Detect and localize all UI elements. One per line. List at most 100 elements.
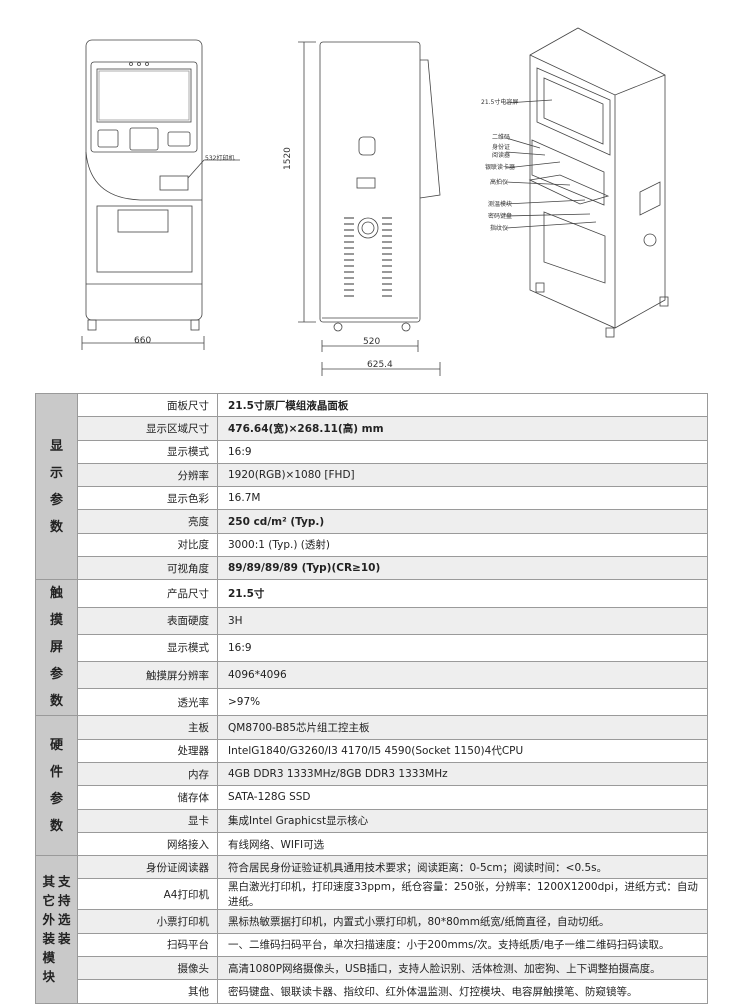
spec-label: 扫码平台 bbox=[77, 932, 218, 958]
callout-bank-card-reader: 银联读卡器 bbox=[485, 164, 516, 171]
front-view bbox=[81, 39, 240, 350]
spec-label: 网络接入 bbox=[77, 831, 218, 857]
group-column: 其它外装模块 bbox=[42, 872, 55, 986]
spec-label: 显卡 bbox=[77, 808, 218, 833]
spec-label: 面板尺寸 bbox=[77, 392, 218, 418]
spec-value: 有线网络、WIFI可选 bbox=[217, 831, 708, 857]
spec-label: 内存 bbox=[77, 761, 218, 787]
spec-value: 4GB DDR3 1333MHz/8GB DDR3 1333MHz bbox=[217, 761, 708, 787]
spec-value: 21.5寸原厂模组液晶面板 bbox=[217, 392, 708, 418]
group-char: 参 bbox=[49, 492, 63, 508]
spec-value: 3H bbox=[217, 606, 708, 635]
spec-value: 1920(RGB)×1080 [FHD] bbox=[217, 462, 708, 488]
group-char: 装 bbox=[58, 931, 71, 947]
group-column: 支持选装 bbox=[58, 872, 71, 986]
group-header: 显示参数 bbox=[35, 392, 78, 581]
spec-label: 显示区域尺寸 bbox=[77, 416, 218, 441]
callout-pin-pad: 密码键盘 bbox=[488, 213, 513, 220]
spec-label: 分辨率 bbox=[77, 462, 218, 488]
callout-document-camera: 高拍仪 bbox=[490, 179, 509, 186]
spec-value: IntelG1840/G3260/I3 4170/I5 4590(Socket … bbox=[217, 738, 708, 763]
group-char: 外 bbox=[42, 912, 55, 928]
dim-height: 1520 bbox=[283, 147, 293, 170]
spec-label: 处理器 bbox=[77, 738, 218, 763]
group-char: 选 bbox=[58, 912, 71, 928]
dim-depth-base: 520 bbox=[363, 337, 381, 347]
technical-drawings: 660 1520 520 625.4 532打印机 21.5寸电容屏 二维码 身… bbox=[0, 0, 742, 380]
group-char: 件 bbox=[49, 764, 63, 780]
spec-value: >97% bbox=[217, 688, 708, 717]
group-char: 示 bbox=[49, 465, 63, 481]
group-char: 摸 bbox=[49, 613, 63, 629]
group-char: 它 bbox=[42, 893, 55, 909]
spec-label: 亮度 bbox=[77, 509, 218, 534]
callout-printer: 532打印机 bbox=[205, 155, 235, 162]
spec-value: 476.64(宽)×268.11(高) mm bbox=[217, 416, 708, 441]
isometric-view bbox=[505, 27, 669, 338]
spec-value: 16:9 bbox=[217, 633, 708, 662]
spec-label: 主板 bbox=[77, 715, 218, 740]
spec-label: 可视角度 bbox=[77, 556, 218, 581]
spec-row: 小票打印机黑标热敏票据打印机，内置式小票打印机，80*80mm纸宽/纸筒直径，自… bbox=[36, 909, 708, 934]
group-char: 触 bbox=[49, 586, 63, 602]
spec-label: 摄像头 bbox=[77, 956, 218, 981]
group-header: 其它外装模块支持选装 bbox=[35, 855, 78, 1004]
spec-value: 16:9 bbox=[217, 439, 708, 464]
group-char: 硬 bbox=[49, 737, 63, 753]
spec-value: 89/89/89/89 (Typ)(CR≥10) bbox=[217, 556, 708, 581]
group-char: 数 bbox=[49, 694, 63, 710]
group-char: 装 bbox=[42, 931, 55, 947]
spec-label: 触摸屏分辨率 bbox=[77, 660, 218, 690]
spec-value: 高清1080P网络摄像头，USB插口，支持人脸识别、活体检测、加密狗、上下调整拍… bbox=[217, 956, 708, 981]
spec-row: 网络接入有线网络、WIFI可选 bbox=[36, 831, 708, 857]
spec-value: 黑标热敏票据打印机，内置式小票打印机，80*80mm纸宽/纸筒直径，自动切纸。 bbox=[217, 909, 708, 934]
group-char: 参 bbox=[49, 791, 63, 807]
spec-row: 显卡集成Intel Graphicst显示核心 bbox=[36, 808, 708, 833]
spec-value: 3000:1 (Typ.) (透射) bbox=[217, 532, 708, 558]
group-char: 显 bbox=[49, 438, 63, 454]
group-char: 模 bbox=[42, 950, 55, 966]
spec-value: 密码键盘、银联读卡器、指纹印、红外体温监测、灯控模块、电容屏触摸笔、防窥镜等。 bbox=[217, 979, 708, 1004]
group-char: 支 bbox=[58, 874, 71, 890]
spec-label: 表面硬度 bbox=[77, 606, 218, 635]
group-char: 屏 bbox=[49, 640, 63, 656]
spec-label: 透光率 bbox=[77, 688, 218, 717]
group-char: 块 bbox=[42, 969, 55, 985]
callout-id-reader: 阅读器 bbox=[492, 152, 511, 159]
spec-value: 符合居民身份证验证机具通用技术要求；阅读距离：0-5cm；阅读时间：<0.5s。 bbox=[217, 855, 708, 880]
callout-fingerprint: 指纹仪 bbox=[490, 225, 509, 232]
spec-value: 4096*4096 bbox=[217, 660, 708, 690]
spec-label: 小票打印机 bbox=[77, 909, 218, 934]
spec-row: 透光率>97% bbox=[36, 688, 708, 717]
dim-width-front: 660 bbox=[134, 336, 152, 346]
spec-value: 21.5寸 bbox=[217, 579, 708, 608]
group-char: 数 bbox=[49, 818, 63, 834]
spec-row: 其它外装模块支持选装身份证阅读器符合居民身份证验证机具通用技术要求；阅读距离：0… bbox=[35, 855, 708, 1004]
spec-value: 16.7M bbox=[217, 486, 708, 511]
spec-row: A4打印机黑白激光打印机，打印速度33ppm，纸仓容量：250张，分辨率：120… bbox=[36, 878, 708, 911]
group-header: 硬件参数 bbox=[35, 715, 78, 857]
spec-label: 显示色彩 bbox=[77, 486, 218, 511]
spec-label: 储存体 bbox=[77, 785, 218, 810]
spec-row: 其他密码键盘、银联读卡器、指纹印、红外体温监测、灯控模块、电容屏触摸笔、防窥镜等… bbox=[36, 979, 708, 1004]
spec-value: QM8700-B85芯片组工控主板 bbox=[217, 715, 708, 740]
group-header: 触摸屏参数 bbox=[35, 579, 78, 717]
callout-screen: 21.5寸电容屏 bbox=[481, 99, 519, 106]
spec-value: 一、二维码扫码平台，单次扫描速度：小于200mms/次。支持纸质/电子一维二维码… bbox=[217, 932, 708, 958]
spec-value: SATA-128G SSD bbox=[217, 785, 708, 810]
spec-label: 显示模式 bbox=[77, 633, 218, 662]
